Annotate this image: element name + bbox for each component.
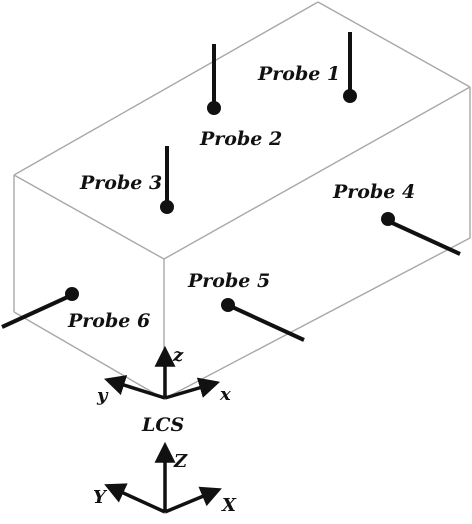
global-x-label: X — [221, 495, 237, 516]
lcs-label: LCS — [141, 414, 184, 436]
probe-2-label: Probe 2 — [199, 128, 282, 150]
lcs-z-label: z — [172, 345, 184, 366]
box-edge-top-front — [13, 174, 165, 260]
box-edge-bottom-right — [163, 237, 471, 400]
lcs-x-axis — [164, 377, 221, 400]
probe-4-label: Probe 4 — [332, 181, 415, 203]
probe-5-label: Probe 5 — [187, 270, 270, 292]
global-z-label: Z — [173, 451, 188, 472]
global-y-label: Y — [93, 487, 108, 508]
lcs-y-axis — [103, 375, 166, 400]
probe-5: Probe 5 — [187, 270, 305, 342]
probe-3-label: Probe 3 — [79, 172, 162, 194]
box-edge-top-left — [13, 1, 319, 176]
probe-6-label: Probe 6 — [67, 310, 150, 332]
box-edge-top-front-right — [163, 86, 471, 260]
probe-2-tip — [207, 101, 221, 115]
probes: Probe 1 Probe 2 Probe 3 Probe 4 Probe 5 … — [1, 32, 461, 342]
probe-3-tip — [160, 200, 174, 214]
box-edge-bottom-left — [13, 311, 165, 400]
global-y-axis — [104, 483, 166, 514]
probe-4-tip — [381, 212, 395, 226]
probe-2: Probe 2 — [199, 44, 282, 150]
box-outline — [13, 1, 471, 400]
global-coordinate-system — [104, 441, 222, 514]
probe-4-rod — [387, 219, 461, 256]
probe-3: Probe 3 — [79, 146, 174, 214]
probe-1-label: Probe 1 — [257, 63, 340, 85]
lcs-x-label: x — [219, 384, 231, 405]
probe-1-tip — [343, 89, 357, 103]
probe-1: Probe 1 — [257, 32, 357, 103]
local-coordinate-system — [103, 345, 221, 400]
global-x-axis — [164, 486, 222, 514]
probe-4: Probe 4 — [332, 181, 461, 256]
lcs-y-label: y — [96, 385, 109, 406]
box-edge-top-right — [317, 1, 471, 88]
probe-6-tip — [65, 287, 79, 301]
probe-6-rod — [1, 293, 73, 329]
probe-5-rod — [229, 304, 305, 342]
probe-6: Probe 6 — [1, 287, 150, 332]
probe-5-tip — [221, 298, 235, 312]
